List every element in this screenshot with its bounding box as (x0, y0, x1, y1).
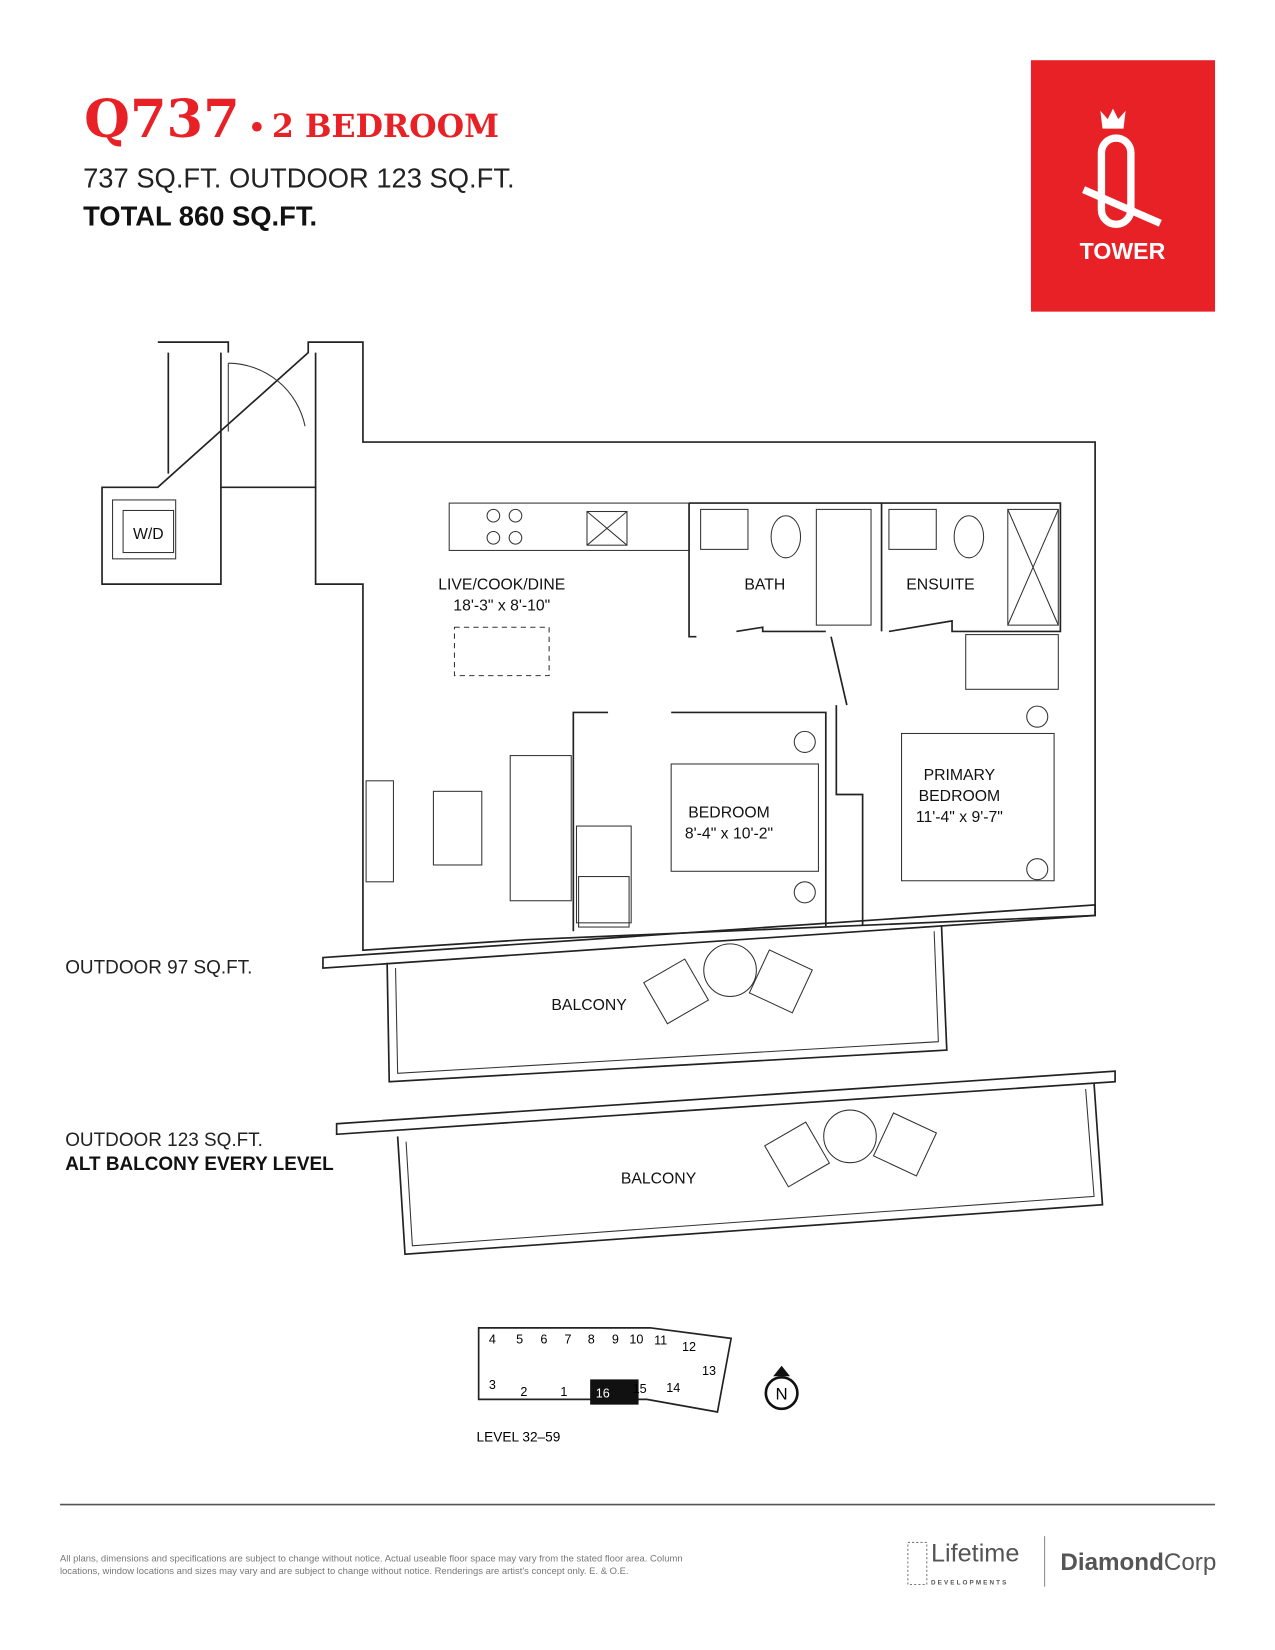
unit-areas: 737 SQ.FT. OUTDOOR 123 SQ.FT. (83, 163, 515, 194)
balcony-option-2: BALCONY OUTDOOR 123 SQ.FT. ALT BALCONY E… (65, 1070, 1116, 1256)
primary-bedroom-label-1: PRIMARY (924, 767, 996, 784)
diamondcorp-bold: Diamond (1060, 1549, 1163, 1576)
bedroom-dimensions: 8'-4" x 10'-2" (685, 826, 773, 843)
brand-name: TOWER (1080, 238, 1166, 264)
disclaimer-line-2: locations, window locations and sizes ma… (60, 1566, 629, 1577)
unit-3: 3 (489, 1378, 496, 1392)
title-line: Q737•2 BEDROOM (84, 89, 499, 150)
unit-14: 14 (666, 1381, 680, 1395)
unit-15: 15 (633, 1382, 647, 1396)
bedroom-bed (670, 763, 819, 872)
balcony-1-label: BALCONY (551, 997, 627, 1014)
unit-10: 10 (629, 1333, 643, 1347)
unit-type: 2 BEDROOM (272, 108, 499, 145)
unit-11: 11 (654, 1334, 667, 1348)
lifetime-wordmark: Lifetime (931, 1539, 1019, 1567)
tv-unit (365, 780, 394, 883)
live-cook-dine-dimensions: 18'-3" x 8'-10" (453, 597, 550, 614)
north-label: N (776, 1384, 788, 1403)
outdoor-option-1-label: OUTDOOR 97 SQ.FT. (65, 957, 252, 978)
diamondcorp-logo: DiamondCorp (1060, 1549, 1216, 1576)
separator-dot: • (248, 112, 265, 144)
toilet-bath (770, 515, 802, 559)
kitchen-sink (586, 510, 628, 546)
lifetime-developments-logo: Lifetime DEVELOPMENTS (907, 1539, 1019, 1587)
shower (1007, 508, 1059, 626)
q-tower-logo: TOWER (1030, 60, 1216, 312)
highlighted-unit-16 (590, 1379, 639, 1405)
unit-8: 8 (588, 1333, 595, 1347)
level-label: LEVEL 32–59 (477, 1429, 561, 1444)
primary-bedroom-dimensions: 11'-4" x 9'-7" (916, 809, 1003, 826)
diamondcorp-light: Corp (1164, 1549, 1216, 1576)
live-cook-dine-label: LIVE/COOK/DINE (438, 576, 565, 593)
unit-2: 2 (520, 1385, 527, 1399)
sofa (509, 755, 572, 902)
coffee-table (432, 790, 483, 866)
unit-9: 9 (612, 1333, 619, 1347)
disclaimer-line-1: All plans, dimensions and specifications… (60, 1553, 683, 1564)
bathtub (815, 508, 872, 626)
kitchen-counter (448, 502, 690, 551)
header: Q737•2 BEDROOM 737 SQ.FT. OUTDOOR 123 SQ… (83, 89, 515, 231)
crown-icon (1100, 108, 1126, 129)
primary-bed (901, 732, 1055, 882)
unit-floor-plan: W/D LIVE/COOK/DINE 18'-3" x 8'-10" BATH … (101, 341, 1096, 952)
bath-label: BATH (744, 576, 785, 593)
alt-balcony-note: ALT BALCONY EVERY LEVEL (65, 1154, 333, 1175)
north-arrow-icon: N (764, 1365, 799, 1411)
balcony-2-label: BALCONY (621, 1171, 697, 1188)
unit-6: 6 (540, 1333, 547, 1347)
washer-dryer-label: W/D (133, 526, 164, 543)
outdoor-option-2-label: OUTDOOR 123 SQ.FT. (65, 1130, 263, 1151)
dining-table (453, 626, 550, 677)
unit-4: 4 (489, 1333, 496, 1347)
unit-12: 12 (682, 1340, 696, 1354)
unit-1: 1 (560, 1385, 567, 1399)
unit-16: 16 (596, 1386, 610, 1400)
unit-title: Q737 (84, 89, 240, 150)
unit-7: 7 (565, 1333, 572, 1347)
unit-total: TOTAL 860 SQ.FT. (83, 200, 317, 231)
key-plan: 4 5 6 7 8 9 10 11 12 13 3 2 1 16 15 14 L… (477, 1327, 799, 1444)
unit-5: 5 (516, 1333, 523, 1347)
unit-13: 13 (702, 1364, 716, 1378)
bedroom-label: BEDROOM (688, 805, 769, 822)
balcony-option-1: BALCONY OUTDOOR 97 SQ.FT. (65, 904, 1096, 1083)
lifetime-subtitle: DEVELOPMENTS (931, 1580, 1008, 1587)
primary-bedroom-label-2: BEDROOM (919, 788, 1000, 805)
ensuite-label: ENSUITE (906, 576, 974, 593)
